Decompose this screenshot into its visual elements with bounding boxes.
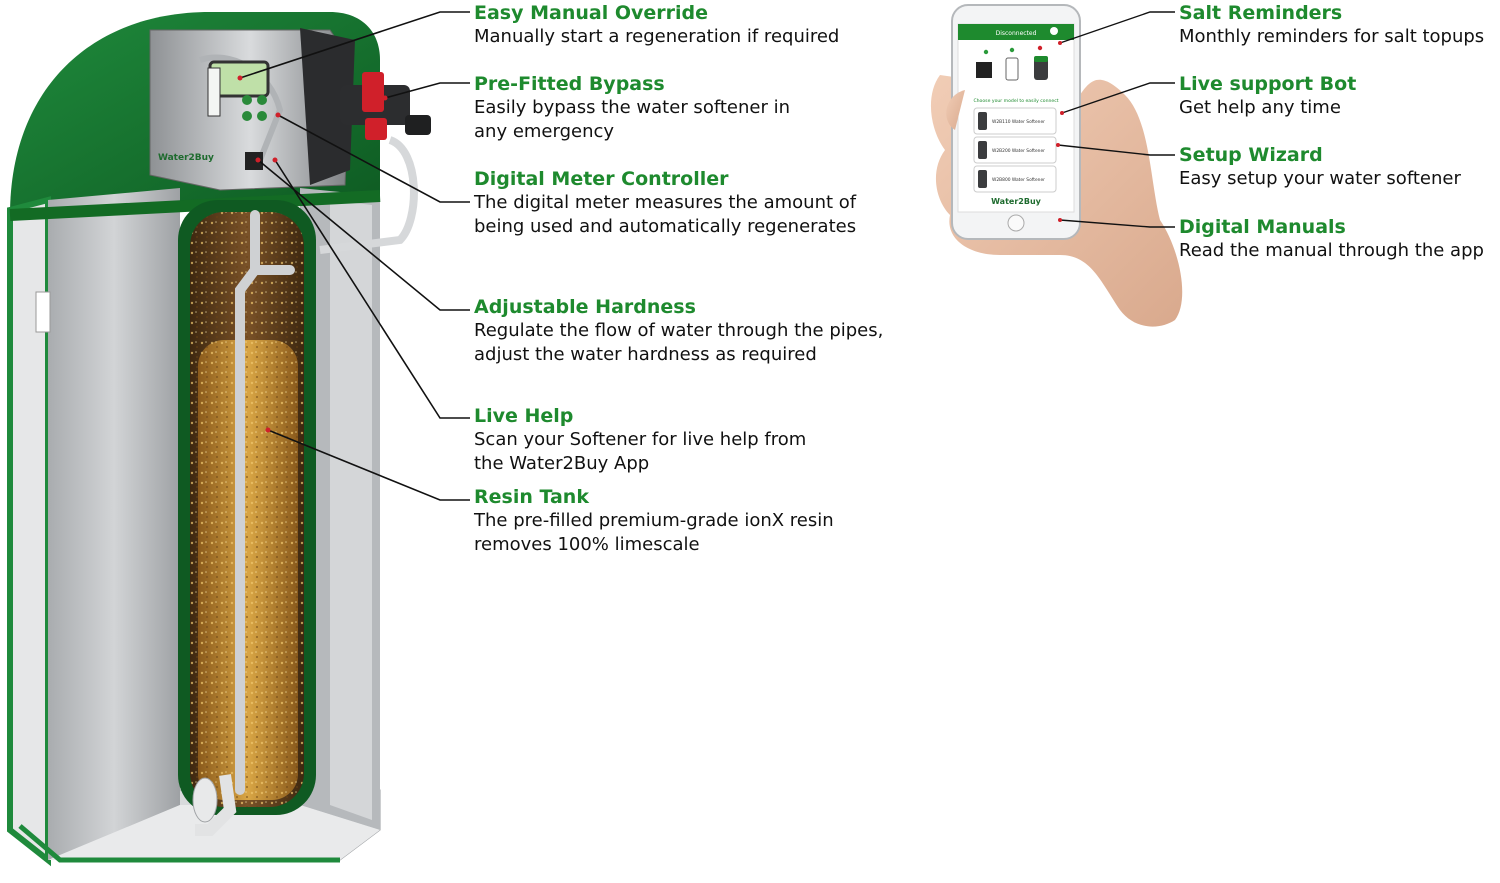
control-button[interactable]	[242, 95, 252, 105]
feature-description: Read the manual through the app	[1179, 240, 1484, 261]
phone-model-name: W2B200 Water Softener	[992, 148, 1045, 154]
feature-description: Monthly reminders for salt topups	[1179, 26, 1485, 47]
app-feature-digital-manuals: Digital Manuals Read the manual through …	[1179, 215, 1484, 263]
resin-tank	[178, 200, 316, 815]
feature-description: the Water2Buy App	[474, 453, 650, 474]
qr-code	[245, 152, 263, 170]
softener-leader-lines	[239, 11, 470, 501]
feature-description: Get help any time	[1179, 97, 1341, 118]
feature-title: Pre-Fitted Bypass	[474, 73, 665, 95]
hand-with-phone: Disconnected Choose your model to easily…	[930, 4, 1183, 327]
phone-model-card[interactable]	[973, 165, 1057, 193]
feature-easy-manual-override: Easy Manual Override Manually start a re…	[474, 1, 839, 49]
feature-description: The pre-filled premium-grade ionX resin	[474, 510, 834, 531]
phone-model-card[interactable]	[973, 136, 1057, 164]
feature-description: Easy setup your water softener	[1179, 168, 1461, 189]
feature-description: Easily bypass the water softener in	[474, 97, 790, 118]
brand-logo: Water2Buy	[158, 153, 214, 163]
phone-header: Disconnected	[996, 30, 1037, 37]
feature-title: Salt Reminders	[1179, 2, 1343, 24]
phone-prompt: Choose your model to easily connect	[973, 98, 1058, 104]
app-feature-salt-reminders: Salt Reminders Monthly reminders for sal…	[1179, 1, 1484, 49]
feature-title: Live support Bot	[1179, 73, 1357, 95]
phone-model-name: W2B110 Water Softener	[992, 119, 1045, 125]
feature-description: Manually start a regeneration if require…	[474, 26, 840, 47]
water-softener: Water2Buy	[7, 12, 431, 867]
feature-pre-fitted-bypass: Pre-Fitted Bypass Easily bypass the wate…	[474, 72, 790, 144]
riser-pipe	[235, 210, 295, 795]
feature-description: adjust the water hardness as required	[474, 344, 817, 365]
feature-title: Resin Tank	[474, 486, 589, 508]
feature-description: any emergency	[474, 121, 615, 142]
feature-description: Scan your Softener for live help from	[474, 429, 807, 450]
phone-model-card[interactable]	[973, 107, 1057, 135]
control-head: Water2Buy	[149, 28, 355, 191]
feature-description: Regulate the flow of water through the p…	[474, 320, 884, 341]
feature-resin-tank: Resin Tank The pre-filled premium-grade …	[474, 485, 834, 557]
feature-title: Adjustable Hardness	[474, 296, 696, 318]
feature-description: removes 100% limescale	[474, 534, 700, 555]
feature-title: Easy Manual Override	[474, 2, 709, 24]
feature-title: Setup Wizard	[1179, 144, 1323, 166]
leader-dots	[237, 75, 388, 433]
phone-logo: Water2Buy	[991, 197, 1041, 206]
phone-home-button[interactable]	[1007, 214, 1025, 232]
phone-model-name: W2B800 Water Softener	[992, 177, 1045, 183]
phone-qr	[976, 62, 992, 78]
phone-model-list[interactable]: W2B110 Water Softener W2B200 Water Softe…	[973, 107, 1057, 193]
app-feature-live-support-bot: Live support Bot Get help any time	[1179, 72, 1356, 120]
feature-description: being used and automatically regenerates	[474, 216, 857, 237]
control-button[interactable]	[257, 111, 267, 121]
feature-description: The digital meter measures the amount of	[474, 192, 857, 213]
app-leader-dots	[1056, 41, 1064, 222]
feature-title: Digital Meter Controller	[474, 168, 729, 190]
feature-adjustable-hardness: Adjustable Hardness Regulate the flow of…	[474, 295, 883, 367]
app-feature-setup-wizard: Setup Wizard Easy setup your water softe…	[1179, 143, 1461, 191]
control-button[interactable]	[257, 95, 267, 105]
bypass-valve	[319, 72, 431, 254]
feature-title: Digital Manuals	[1179, 216, 1346, 238]
feature-title: Live Help	[474, 405, 574, 427]
feature-digital-meter-controller: Digital Meter Controller The digital met…	[474, 167, 856, 239]
feature-live-help: Live Help Scan your Softener for live he…	[474, 404, 806, 476]
app-leader-lines	[1057, 11, 1175, 228]
qr-sticker	[35, 291, 51, 333]
control-button[interactable]	[242, 111, 252, 121]
